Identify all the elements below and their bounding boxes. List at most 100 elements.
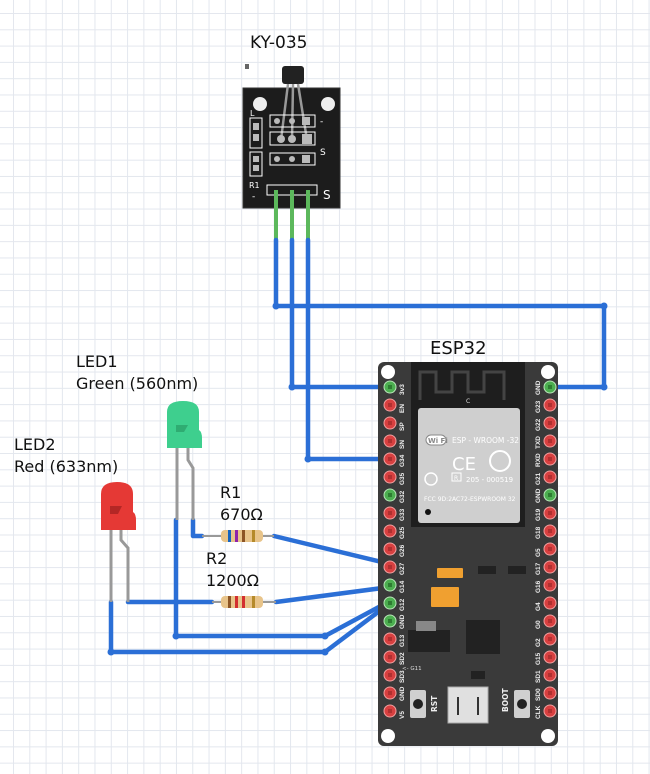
pin-right-rxd-4[interactable] [543, 452, 557, 466]
resistor-r2[interactable] [212, 596, 276, 608]
pin-label-right-8: G18 [535, 526, 542, 539]
pin-label-right-17: SD0 [535, 688, 542, 701]
pin-label-right-7: G19 [535, 508, 542, 521]
pin-left-sp-2[interactable] [383, 416, 397, 430]
rst-button[interactable] [410, 690, 426, 718]
pin-label-left-10: G27 [399, 562, 406, 575]
pin-left-v5-18[interactable] [383, 704, 397, 718]
pin-right-g5-9[interactable] [543, 542, 557, 556]
sensor-header-pins[interactable] [274, 190, 310, 240]
pin-right-g2-14[interactable] [543, 632, 557, 646]
pin-right-sd1-16[interactable] [543, 668, 557, 682]
pin-left-gnd-17[interactable] [383, 686, 397, 700]
antenna-c-label: C [466, 398, 470, 405]
pin-left-g33-7[interactable] [383, 506, 397, 520]
sensor-title: KY-035 [250, 33, 308, 53]
wires [108, 237, 607, 655]
wire-r2-g12[interactable] [273, 584, 393, 605]
led2-red[interactable] [101, 482, 136, 602]
pin-left-g25-8[interactable] [383, 524, 397, 538]
pin-right-g19-7[interactable] [543, 506, 557, 520]
pin-label-right-5: G21 [535, 472, 542, 485]
wire-r1-g14[interactable] [271, 533, 393, 567]
pin-right-gnd-6[interactable] [543, 488, 557, 502]
pin-right-g17-10[interactable] [543, 560, 557, 574]
micro-usb-port[interactable] [447, 686, 489, 724]
usb-uart-chip [466, 620, 500, 654]
pin-label-right-3: TXD [535, 436, 542, 449]
ky035-sensor[interactable]: - S L R1 - S [242, 66, 341, 240]
pin-left-g35-5[interactable] [383, 470, 397, 484]
led1-green[interactable] [167, 401, 202, 520]
pin-right-sd0-17[interactable] [543, 686, 557, 700]
pin-left-3v3-0[interactable] [383, 380, 397, 394]
wire-sensor-signal-g32[interactable] [305, 237, 393, 462]
r1-board-label: R1 [249, 181, 260, 190]
pin-label-left-18: V5 [399, 711, 406, 719]
row3-s-label: S [320, 148, 326, 158]
led1-name: LED1 [76, 352, 118, 371]
pin-left-sd2-15[interactable] [383, 650, 397, 664]
pin-right-g18-8[interactable] [543, 524, 557, 538]
pin-right-g22-2[interactable] [543, 416, 557, 430]
pin-left-sd3-16[interactable] [383, 668, 397, 682]
wire-led1-cathode-gnd[interactable] [173, 517, 393, 639]
wire-led2-cathode-gnd[interactable] [108, 599, 393, 655]
pin-right-g23-1[interactable] [543, 398, 557, 412]
pin-left-gnd-13[interactable] [383, 614, 397, 628]
pin-label-right-6: GND [535, 488, 542, 503]
pin-left-en-1[interactable] [383, 398, 397, 412]
esp32-board[interactable]: C Wi Fi ESP - WROOM -32 CE R 205 - 00051… [378, 362, 558, 746]
pin-label-left-2: SP [399, 422, 406, 431]
pin-right-clk-18[interactable] [543, 704, 557, 718]
pin-left-sn-3[interactable] [383, 434, 397, 448]
pin-left-g27-10[interactable] [383, 560, 397, 574]
left-pin-header: 3v3ENSPSNG34G35G32G33G25G26G27G14G12GNDG… [383, 380, 406, 719]
r2-value: 1200Ω [206, 571, 259, 590]
pin-right-g4-12[interactable] [543, 596, 557, 610]
pin-label-left-11: G14 [399, 580, 406, 593]
pin-right-g21-5[interactable] [543, 470, 557, 484]
r1-name: R1 [220, 483, 241, 502]
pin-left-g32-6[interactable] [383, 488, 397, 502]
module-name: ESP - WROOM -32 [452, 436, 519, 445]
pin-right-gnd-0[interactable] [543, 380, 557, 394]
pin-label-right-9: G5 [535, 548, 542, 557]
pin-left-g26-9[interactable] [383, 542, 397, 556]
resistor-r1[interactable] [202, 530, 274, 542]
pin-label-right-14: G2 [535, 638, 542, 647]
pin-label-right-4: RXD [535, 453, 542, 467]
capacitor [437, 568, 463, 578]
pin-label-left-8: G25 [399, 526, 406, 539]
g11-label: <- G11 [402, 666, 422, 672]
pin-right-g15-15[interactable] [543, 650, 557, 664]
pin-left-g12-12[interactable] [383, 596, 397, 610]
pin-left-g13-14[interactable] [383, 632, 397, 646]
wire-led1-anode[interactable] [190, 517, 205, 539]
boot-button[interactable] [514, 690, 530, 718]
pin-label-left-17: GND [399, 686, 406, 701]
r2-name: R2 [206, 549, 227, 568]
fcc-id: FCC 9D:2AC72-ESPWROOM 32 [424, 496, 516, 503]
pin-right-g0-13[interactable] [543, 614, 557, 628]
tantalum-capacitor [431, 587, 459, 607]
led2-name: LED2 [14, 435, 56, 454]
telec-mark [424, 472, 438, 486]
voltage-regulator [408, 630, 450, 652]
pin-left-g14-11[interactable] [383, 578, 397, 592]
pin-label-left-14: G13 [399, 634, 406, 647]
pin-label-left-9: G26 [399, 544, 406, 557]
pin-right-g16-11[interactable] [543, 578, 557, 592]
l-label: L [250, 109, 255, 118]
boot-label: BOOT [501, 688, 510, 712]
pin-left-g34-4[interactable] [383, 452, 397, 466]
pin-label-right-11: G16 [535, 580, 542, 593]
pin-label-right-12: G4 [535, 602, 542, 611]
pin-label-right-10: G17 [535, 562, 542, 575]
pin-label-left-1: EN [399, 404, 406, 413]
pin-label-left-15: SD2 [399, 652, 406, 665]
pin-right-txd-3[interactable] [543, 434, 557, 448]
pin-label-right-0: GND [535, 380, 542, 395]
hall-sensor-chip [282, 66, 304, 84]
